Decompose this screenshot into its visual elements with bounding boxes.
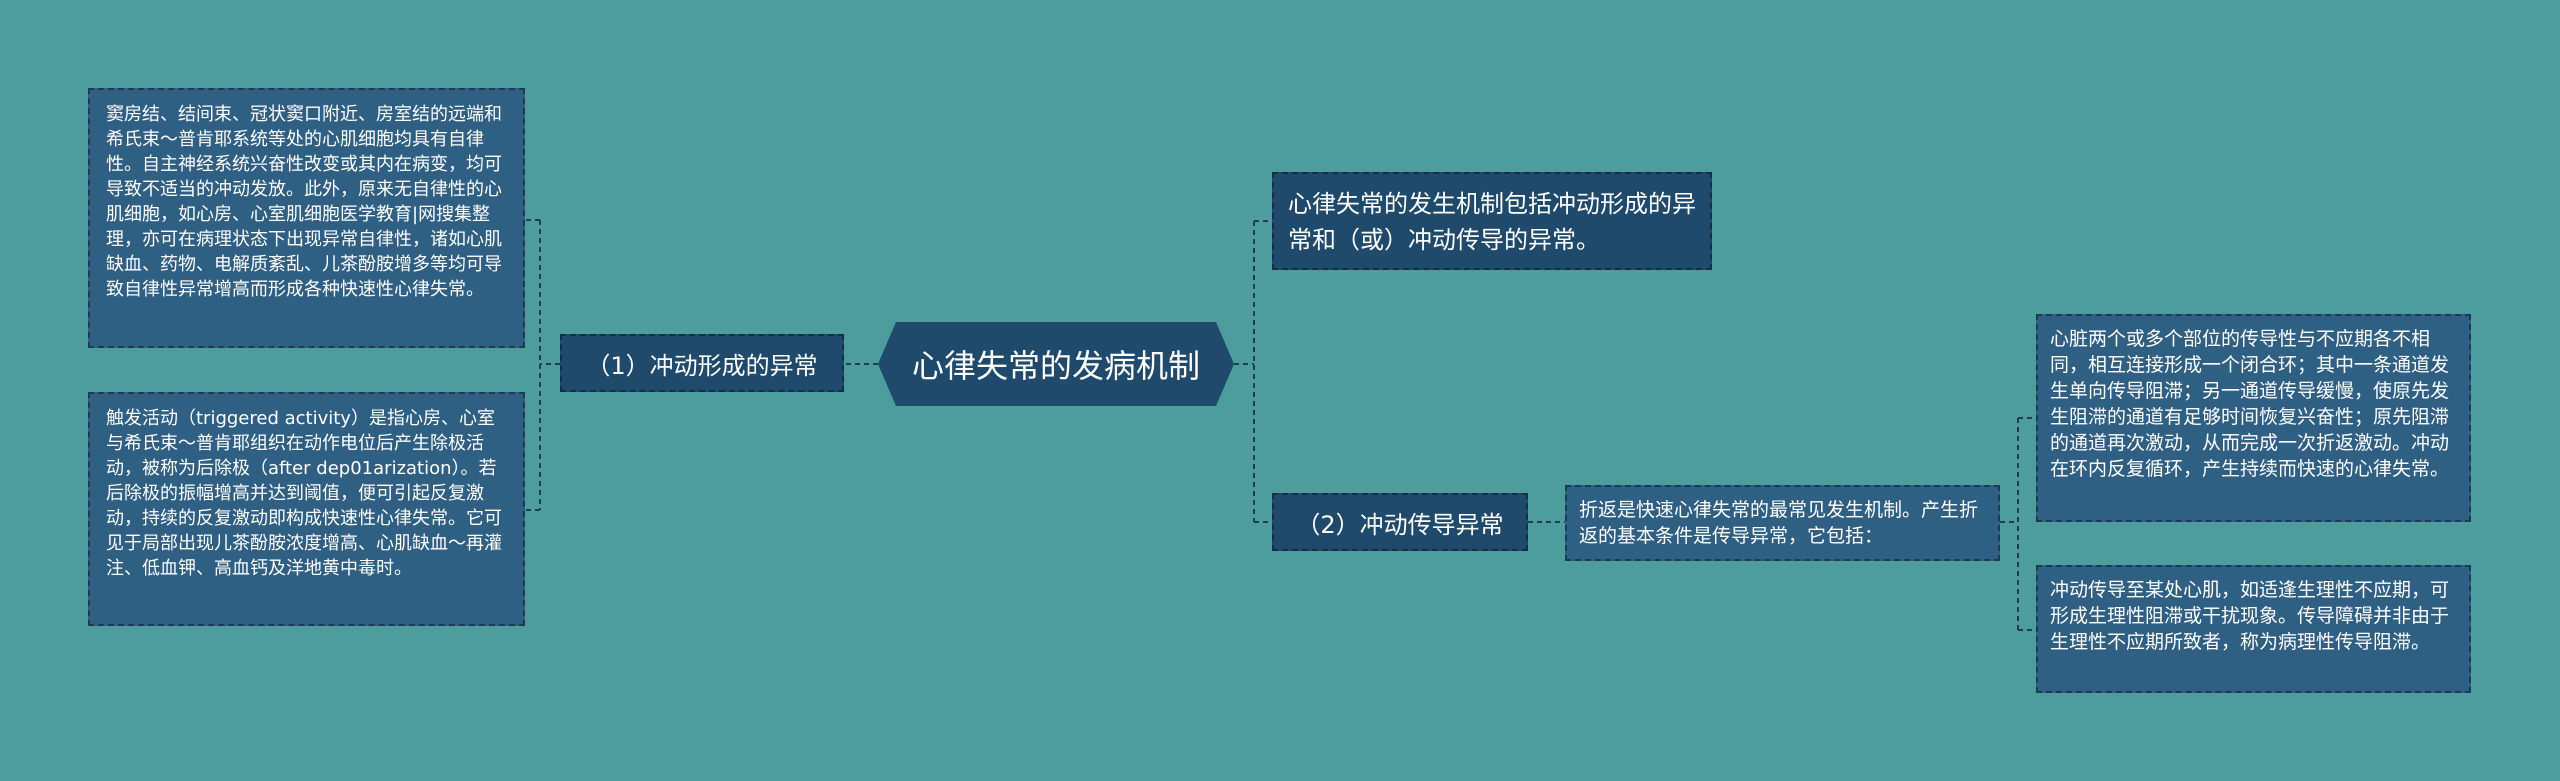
text-reentry[interactable]: 折返是快速心律失常的最常见发生机制。产生折返的基本条件是传导异常，它包括：	[1565, 485, 2000, 561]
text-reentry-body: 折返是快速心律失常的最常见发生机制。产生折返的基本条件是传导异常，它包括：	[1579, 499, 1979, 547]
text-automaticity[interactable]: 窦房结、结间束、冠状窦口附近、房室结的远端和希氏束～普肯耶系统等处的心肌细胞均具…	[88, 88, 525, 348]
branch-impulse-conduction[interactable]: （2）冲动传导异常	[1272, 493, 1528, 551]
text-automaticity-body: 窦房结、结间束、冠状窦口附近、房室结的远端和希氏束～普肯耶系统等处的心肌细胞均具…	[106, 104, 502, 300]
text-reentry-loop-body: 心脏两个或多个部位的传导性与不应期各不相同，相互连接形成一个闭合环；其中一条通道…	[2050, 328, 2450, 480]
summary-text: 心律失常的发生机制包括冲动形成的异常和（或）冲动传导的异常。	[1288, 190, 1696, 254]
root-label: 心律失常的发病机制	[911, 347, 1200, 385]
text-triggered-activity[interactable]: 触发活动（triggered activity）是指心房、心室与希氏束～普肯耶组…	[88, 392, 525, 626]
text-reentry-loop[interactable]: 心脏两个或多个部位的传导性与不应期各不相同，相互连接形成一个闭合环；其中一条通道…	[2036, 314, 2471, 522]
summary-node[interactable]: 心律失常的发生机制包括冲动形成的异常和（或）冲动传导的异常。	[1272, 172, 1712, 270]
root-node[interactable]: 心律失常的发病机制	[878, 322, 1234, 406]
branch-impulse-formation[interactable]: （1）冲动形成的异常	[560, 334, 844, 392]
text-conduction-block[interactable]: 冲动传导至某处心肌，如适逢生理性不应期，可形成生理性阻滞或干扰现象。传导障碍并非…	[2036, 565, 2471, 693]
text-conduction-block-body: 冲动传导至某处心肌，如适逢生理性不应期，可形成生理性阻滞或干扰现象。传导障碍并非…	[2050, 579, 2450, 653]
branch-label: （1）冲动形成的异常	[586, 351, 818, 380]
text-triggered-activity-body: 触发活动（triggered activity）是指心房、心室与希氏束～普肯耶组…	[106, 408, 502, 579]
branch-label: （2）冲动传导异常	[1296, 510, 1504, 539]
